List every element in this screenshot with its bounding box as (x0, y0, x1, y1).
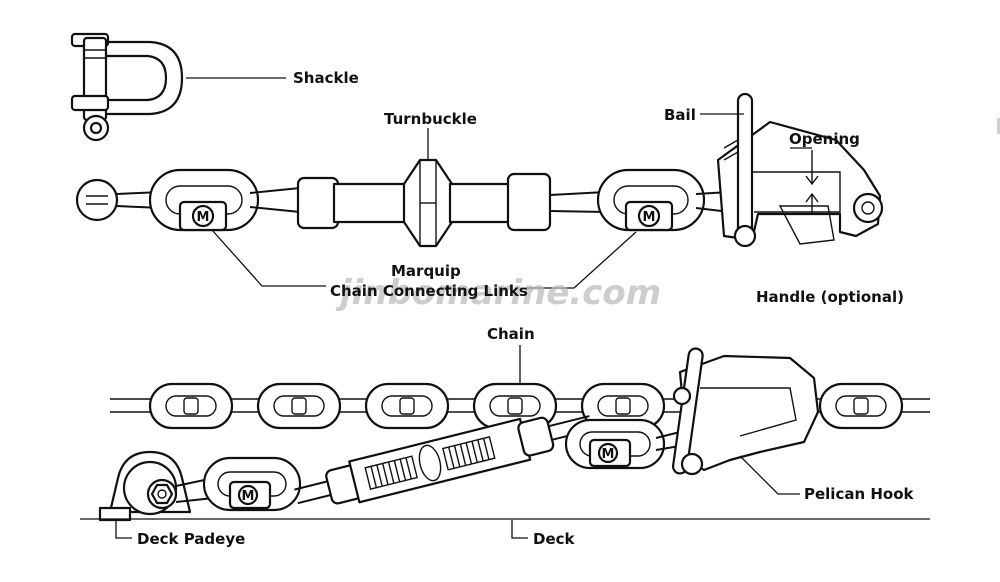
chain-links-leader-left (211, 229, 326, 287)
label-pelican-hook: Pelican Hook (804, 485, 915, 503)
pelican-hook-leader (739, 455, 800, 495)
shackle-drawing (70, 32, 184, 142)
label-marquip: Marquip (391, 262, 461, 280)
chain-links-leader-right (526, 231, 637, 289)
deck-leader (511, 520, 528, 539)
scrollbar-thumb[interactable] (997, 118, 1000, 134)
link-mark-top-right: M (643, 210, 656, 225)
top-assembly: M M (75, 92, 884, 248)
label-chain-connecting-links: Chain Connecting Links (330, 282, 528, 300)
bottom-assembly: M (98, 347, 930, 522)
label-turnbuckle: Turnbuckle (384, 110, 477, 128)
label-handle-optional: Handle (optional) (756, 288, 904, 306)
watermark: jinbomarine.com (335, 273, 661, 313)
deck-padeye-leader (115, 520, 132, 539)
label-bail: Bail (664, 106, 696, 124)
label-shackle: Shackle (293, 69, 359, 87)
link-mark-top-left: M (197, 210, 210, 225)
link-mark-bottom-left: M (242, 489, 255, 504)
label-deck-padeye: Deck Padeye (137, 530, 245, 548)
label-opening: Opening (789, 130, 860, 148)
link-mark-bottom-right: M (602, 447, 615, 462)
label-deck: Deck (533, 530, 576, 548)
label-chain: Chain (487, 325, 535, 343)
